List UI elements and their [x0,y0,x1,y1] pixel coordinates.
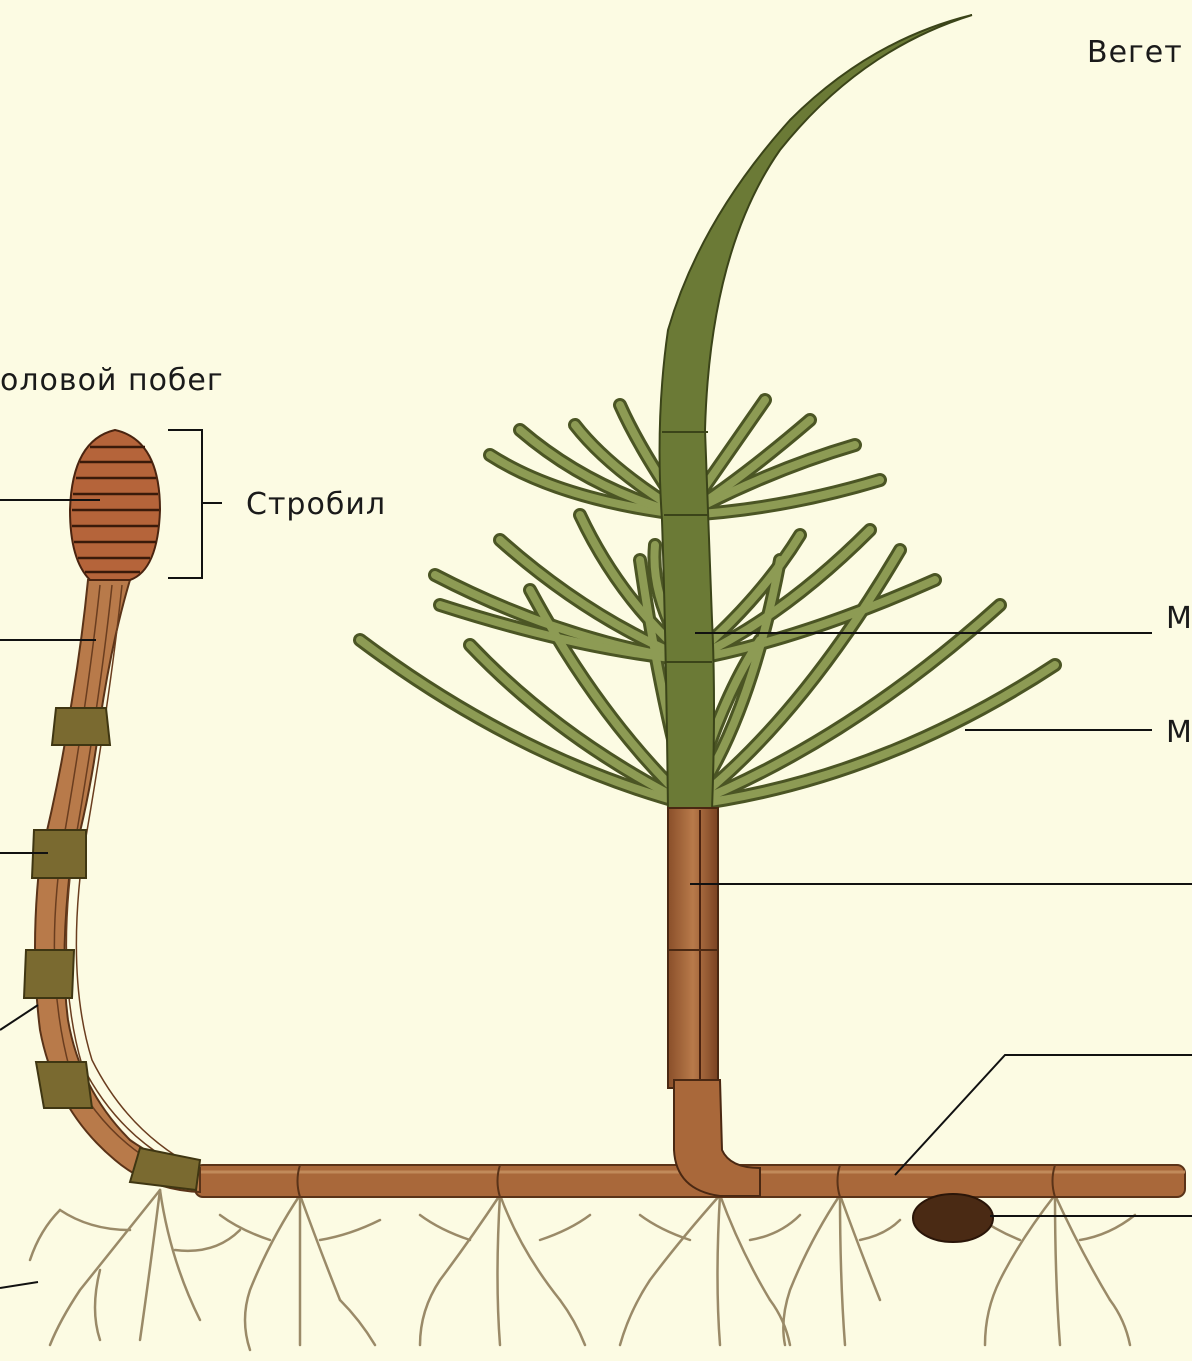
spore-bearing-shoot [24,430,200,1192]
vegetative-shoot [360,15,1055,1196]
tuber [913,1194,993,1242]
label-right-1: М [1166,601,1192,636]
root-cluster-3 [420,1195,590,1345]
root-cluster-4 [620,1195,800,1345]
root-cluster-5 [783,1195,900,1345]
label-strobilus: Стробил [246,487,386,522]
vegetative-stem-brown [668,808,718,1088]
label-vegetative-shoot: Вегет [1087,35,1183,70]
root-cluster-6 [975,1195,1135,1345]
root-cluster-2 [220,1195,380,1350]
label-right-2: М [1166,715,1192,750]
strobilus-bracket [168,430,222,578]
stem-base-elbow [674,1080,760,1196]
spore-shoot-sheaths [24,708,200,1190]
root-cluster-1 [30,1190,240,1345]
vegetative-stem-green [660,15,972,810]
label-spore-shoot: оловой побег [0,363,224,398]
